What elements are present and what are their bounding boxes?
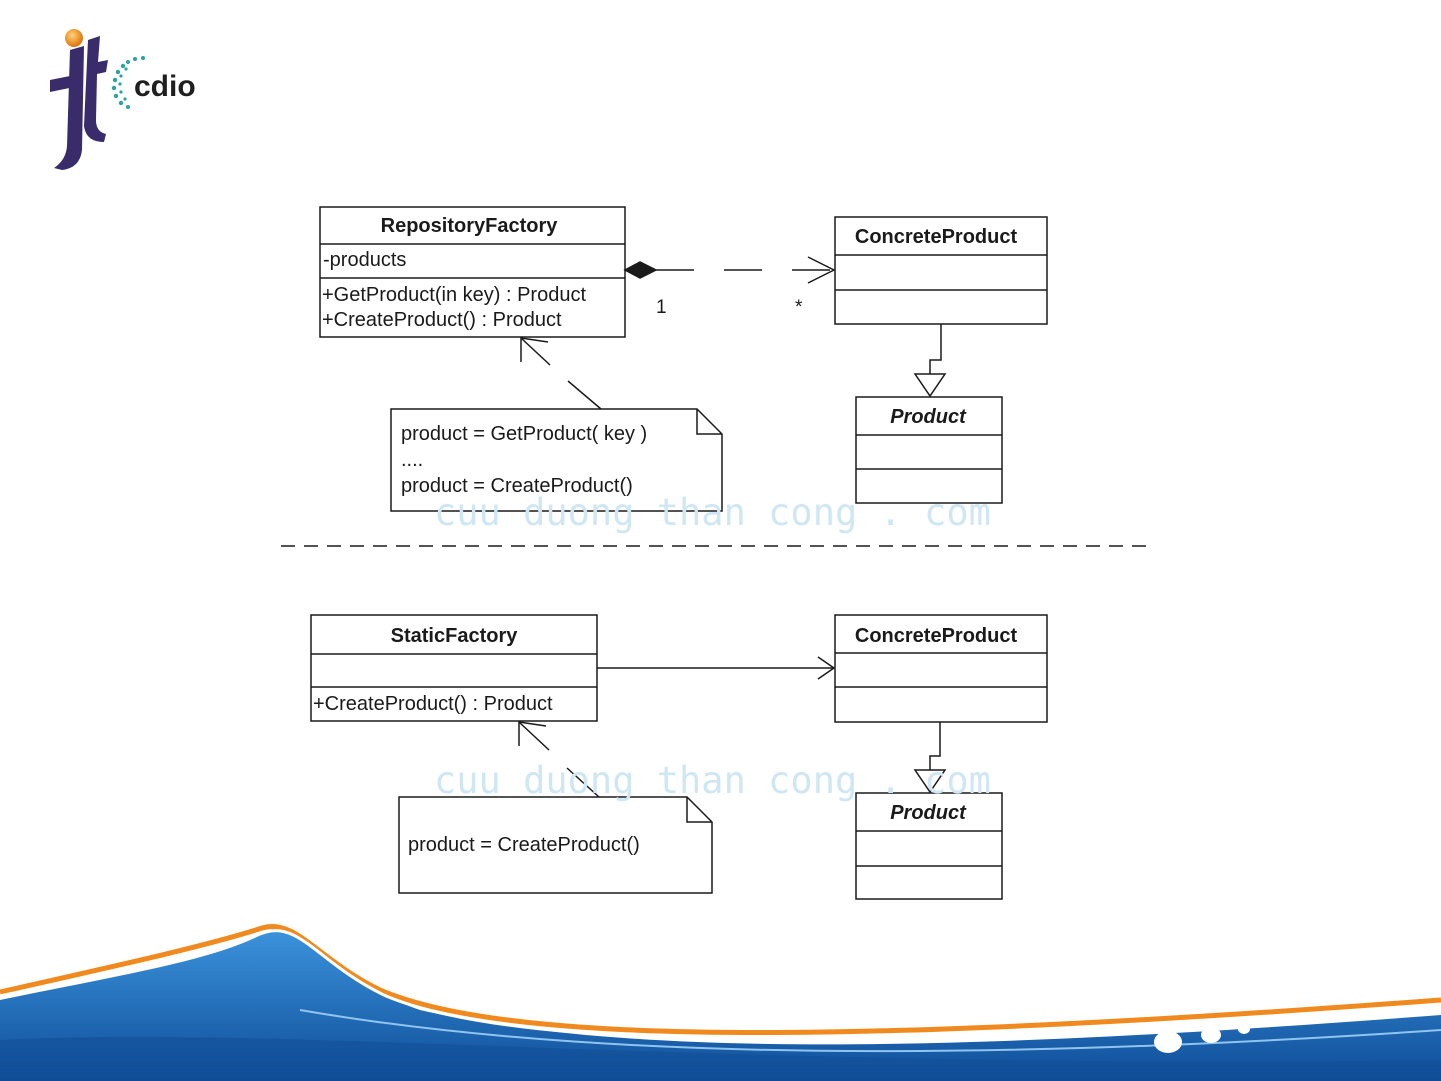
footer-bubble-large-icon — [1154, 1031, 1182, 1053]
note-top-line-2: .... — [401, 449, 423, 471]
target-multiplicity: * — [795, 297, 803, 318]
product-class-bottom — [855, 792, 1003, 900]
static-factory-name: StaticFactory — [391, 625, 519, 647]
repository-factory-name: RepositoryFactory — [381, 215, 559, 237]
footer-bubble-medium-icon — [1201, 1027, 1221, 1043]
note-fold-icon — [686, 797, 712, 823]
note-top — [390, 337, 723, 512]
product-name-top: Product — [890, 406, 967, 428]
note-bottom-line-1: product = CreateProduct() — [408, 834, 640, 856]
repository-factory-operation-1: +GetProduct(in key) : Product — [322, 284, 586, 306]
logo-cdio-text: cdio — [134, 70, 196, 103]
bottom-diagram — [310, 614, 1048, 900]
logo-orange-dot-icon — [65, 29, 83, 47]
repository-factory-class — [319, 206, 626, 338]
note-anchor-top — [520, 337, 551, 366]
fit-cdio-logo: cdio — [50, 29, 196, 170]
footer-bubble-small-icon — [1238, 1024, 1250, 1034]
note-arrowhead-icon — [520, 337, 549, 362]
concrete-product-name-top: ConcreteProduct — [855, 226, 1018, 248]
logo-fit-mark-icon — [50, 36, 108, 170]
open-arrowhead-icon — [807, 256, 836, 284]
hollow-triangle-icon — [913, 769, 947, 794]
logo-swirl-icon — [111, 56, 145, 109]
generalization-top — [913, 324, 947, 398]
product-name-bottom: Product — [890, 802, 967, 824]
composition-association — [623, 256, 836, 284]
watermark-bottom: cuu duong than cong . com — [434, 759, 991, 802]
static-factory-class — [310, 614, 598, 722]
footer-wave-decoration — [0, 924, 1441, 1081]
note-top-line-1: product = GetProduct( key ) — [401, 423, 647, 445]
watermark-top: cuu duong than cong . com — [434, 491, 991, 534]
concrete-product-class-bottom — [834, 614, 1048, 723]
static-factory-operation-1: +CreateProduct() : Product — [313, 693, 553, 715]
hollow-triangle-icon — [913, 373, 947, 398]
note-fold-icon — [696, 409, 722, 435]
product-class-top — [855, 396, 1003, 504]
concrete-product-class-top — [834, 216, 1048, 325]
repository-factory-operation-2: +CreateProduct() : Product — [322, 309, 562, 331]
note-anchor-bottom — [518, 721, 550, 751]
top-diagram — [319, 206, 1048, 512]
generalization-bottom — [913, 722, 947, 794]
note-top-line-3: product = CreateProduct() — [401, 475, 633, 497]
association-bottom — [597, 656, 836, 680]
composition-diamond-icon — [623, 261, 658, 279]
note-bottom — [398, 721, 713, 894]
open-arrowhead-icon — [817, 656, 836, 680]
concrete-product-name-bottom: ConcreteProduct — [855, 625, 1018, 647]
source-multiplicity: 1 — [656, 297, 667, 318]
repository-factory-attribute: -products — [323, 249, 406, 271]
note-arrowhead-icon — [518, 721, 547, 746]
